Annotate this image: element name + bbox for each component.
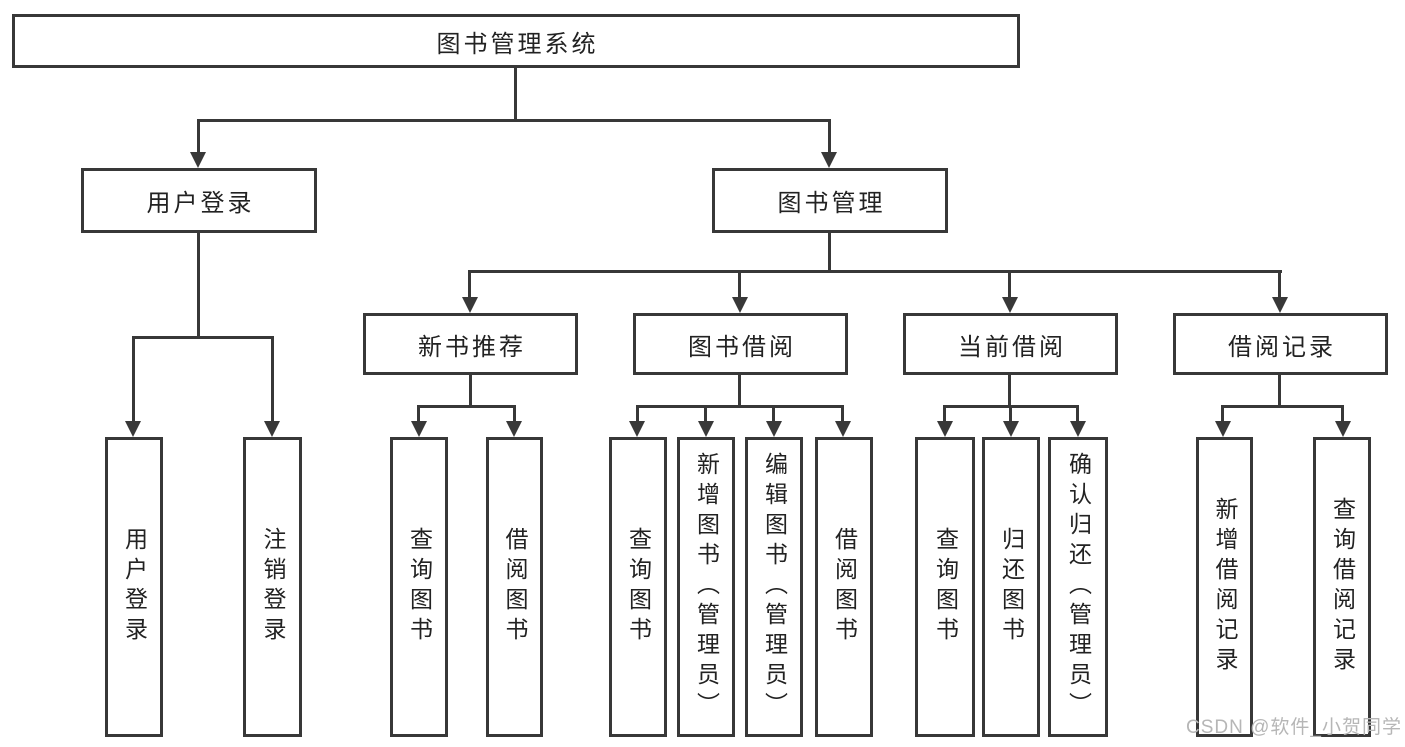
connector-drop-leaf: [704, 405, 707, 423]
connector-drop-user-login: [197, 119, 200, 156]
leaf-borrow-books-recommend: 借阅图书: [486, 437, 543, 737]
leaf-add-books-admin: 新增图书（管理员）: [677, 437, 735, 737]
node-label: 编辑图书（管理员）: [761, 452, 788, 722]
arrow-down-icon: [732, 297, 748, 313]
arrow-down-icon: [264, 421, 280, 437]
node-label: 借阅图书: [502, 527, 528, 647]
connector-current-borrowing-stem: [1008, 375, 1011, 408]
node-label: 确认归还（管理员）: [1065, 452, 1092, 722]
connector-drop-leaf: [271, 336, 274, 421]
leaf-query-borrow-record: 查询借阅记录: [1313, 437, 1371, 737]
leaf-borrow-books-borrowing: 借阅图书: [815, 437, 873, 737]
arrow-down-icon: [1003, 421, 1019, 437]
csdn-watermark: CSDN @软件_小贺同学: [1186, 717, 1402, 738]
node-label: 注销登录: [260, 527, 286, 647]
arrow-down-icon: [1070, 421, 1086, 437]
arrow-down-icon: [190, 152, 206, 168]
leaf-return-books: 归还图书: [982, 437, 1040, 737]
leaf-add-borrow-record: 新增借阅记录: [1196, 437, 1253, 737]
leaf-confirm-return-admin: 确认归还（管理员）: [1048, 437, 1108, 737]
connector-drop-leaf: [841, 405, 844, 423]
arrow-down-icon: [411, 421, 427, 437]
arrow-down-icon: [1215, 421, 1231, 437]
node-label: 归还图书: [998, 527, 1025, 647]
connector-drop-borrowing-records: [1278, 270, 1281, 299]
connector-drop-book-borrowing: [738, 270, 741, 299]
arrow-down-icon: [698, 421, 714, 437]
connector-drop-current-borrowing: [1008, 270, 1011, 299]
node-book-borrowing: 图书借阅: [633, 313, 848, 375]
connector-user-login-stem: [197, 233, 200, 339]
node-label: 图书管理系统: [436, 30, 599, 58]
leaf-query-books-recommend: 查询图书: [390, 437, 448, 737]
arrow-down-icon: [125, 421, 141, 437]
connector-drop-leaf: [1009, 405, 1012, 423]
node-label: 新增借阅记录: [1212, 497, 1238, 677]
node-label: 借阅记录: [1228, 333, 1336, 361]
node-label: 当前借阅: [958, 333, 1066, 361]
arrow-down-icon: [1002, 297, 1018, 313]
connector-drop-new-book: [468, 270, 471, 299]
connector-borrowing-records-stem: [1278, 375, 1281, 408]
connector-drop-leaf: [132, 336, 135, 421]
connector-drop-leaf: [1076, 405, 1079, 423]
arrow-down-icon: [506, 421, 522, 437]
leaf-query-books-borrowing: 查询图书: [609, 437, 667, 737]
node-label: 查询图书: [406, 527, 433, 647]
connector-drop-leaf: [943, 405, 946, 423]
connector-new-book-stem: [469, 375, 472, 408]
connector-new-book-rail: [418, 405, 516, 408]
leaf-user-login: 用户登录: [105, 437, 163, 737]
node-current-borrowing: 当前借阅: [903, 313, 1118, 375]
connector-drop-leaf: [513, 405, 516, 423]
node-label: 用户登录: [146, 190, 255, 217]
node-book-management: 图书管理: [712, 168, 948, 233]
connector-user-login-rail: [133, 336, 274, 339]
node-label: 用户登录: [121, 527, 148, 647]
leaf-query-books-current: 查询图书: [915, 437, 975, 737]
node-user-login: 用户登录: [81, 168, 317, 233]
arrow-down-icon: [937, 421, 953, 437]
node-new-book-recommend: 新书推荐: [363, 313, 578, 375]
connector-drop-leaf: [636, 405, 639, 423]
node-label: 查询借阅记录: [1329, 497, 1356, 677]
connector-root-rail: [197, 119, 831, 122]
connector-borrowing-records-rail: [1222, 405, 1344, 408]
node-label: 图书借阅: [688, 333, 796, 361]
connector-book-management-stem: [828, 233, 831, 273]
node-label: 图书管理: [777, 190, 886, 217]
node-borrowing-records: 借阅记录: [1173, 313, 1388, 375]
connector-drop-leaf: [417, 405, 420, 423]
node-label: 借阅图书: [831, 527, 858, 647]
connector-drop-book-management: [828, 119, 831, 156]
connector-drop-leaf: [1221, 405, 1224, 423]
node-label: 新书推荐: [418, 333, 526, 361]
connector-root-stem: [514, 68, 517, 122]
node-library-management-system: 图书管理系统: [12, 14, 1020, 68]
node-label: 查询图书: [625, 527, 652, 647]
connector-drop-leaf: [1341, 405, 1344, 423]
arrow-down-icon: [766, 421, 782, 437]
connector-book-borrowing-stem: [738, 375, 741, 408]
arrow-down-icon: [1272, 297, 1288, 313]
arrow-down-icon: [835, 421, 851, 437]
leaf-edit-books-admin: 编辑图书（管理员）: [745, 437, 803, 737]
node-label: 查询图书: [932, 527, 959, 647]
arrow-down-icon: [821, 152, 837, 168]
leaf-logout: 注销登录: [243, 437, 302, 737]
arrow-down-icon: [462, 297, 478, 313]
connector-drop-leaf: [772, 405, 775, 423]
arrow-down-icon: [629, 421, 645, 437]
node-label: 新增图书（管理员）: [693, 452, 720, 722]
connector-book-management-rail: [469, 270, 1282, 273]
arrow-down-icon: [1335, 421, 1351, 437]
connector-book-borrowing-rail: [636, 405, 844, 408]
